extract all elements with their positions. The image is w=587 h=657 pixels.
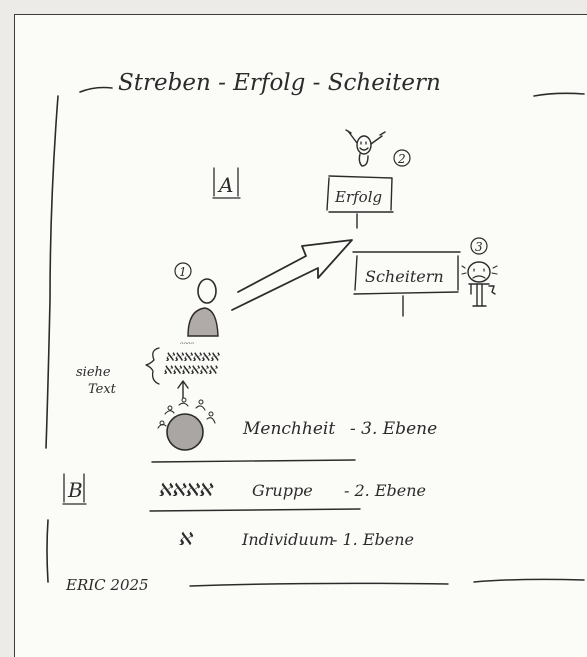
divider-upper	[152, 460, 355, 462]
humanity-globe-icon	[158, 398, 215, 450]
signature: ERIC 2025	[65, 576, 149, 594]
up-arrow-icon	[178, 381, 188, 398]
level-1-name: Individuum	[241, 530, 334, 549]
section-a-label: A	[217, 173, 233, 197]
sad-figure-icon	[462, 262, 497, 306]
signature-line	[190, 583, 448, 586]
signature-line-right	[474, 579, 584, 582]
level-3-label: - 3. Ebene	[350, 419, 437, 439]
crowd-icon: ᵔᵔᵔᵔ ℵℵℵℵℵℵ ℵℵℵℵℵℵ	[163, 341, 221, 377]
svg-text:ℵℵℵℵℵℵ: ℵℵℵℵℵℵ	[163, 363, 219, 377]
svg-text:ℵℵℵℵℵℵ: ℵℵℵℵℵℵ	[165, 350, 221, 364]
divider-lower	[150, 509, 360, 511]
title-dash-right	[534, 93, 584, 96]
striving-person-icon	[188, 279, 218, 336]
level-3-name: Menchheit	[242, 419, 335, 439]
cheering-figure-icon	[346, 130, 385, 166]
left-bracket-bottom	[47, 520, 48, 582]
marker-2: 2	[397, 152, 406, 166]
diagram-title: Streben - Erfolg - Scheitern	[118, 70, 441, 96]
side-note-line2: Text	[88, 382, 117, 397]
marker-1: 1	[179, 265, 187, 279]
group-people-icon: ℵℵℵℵ	[158, 480, 214, 501]
success-sign-label: Erfolg	[334, 188, 382, 206]
title-dash-left	[80, 88, 112, 93]
left-bracket-top	[46, 96, 58, 448]
marker-3: 3	[475, 240, 483, 254]
curly-brace	[146, 348, 159, 384]
side-note-line1: siehe	[76, 365, 111, 380]
failure-sign-label: Scheitern	[365, 267, 444, 286]
level-2-label: - 2. Ebene	[344, 481, 426, 500]
striving-arrow-icon	[232, 240, 352, 310]
level-1-label: - 1. Ebene	[332, 530, 414, 549]
section-b-label: B	[67, 478, 83, 502]
individual-person-icon: ℵ	[178, 529, 194, 550]
level-2-name: Gruppe	[252, 481, 313, 500]
